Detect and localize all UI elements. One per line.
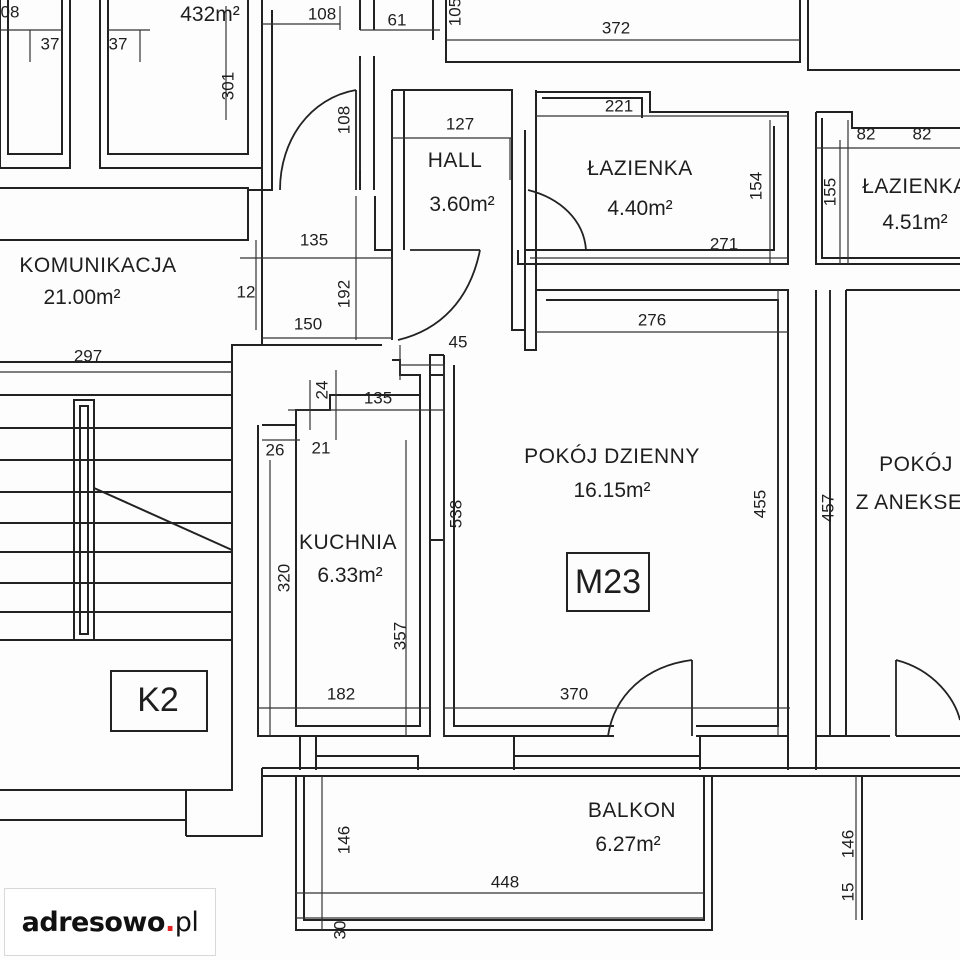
dim-271: 271: [709, 234, 739, 254]
doors: [279, 89, 960, 737]
room-name-pokoj-dzienny: POKÓJ DZIENNY: [524, 445, 700, 468]
dim-155: 155: [820, 177, 840, 207]
room-name-kuchnia: KUCHNIA: [298, 531, 398, 554]
dim-538: 538: [446, 499, 466, 529]
adresowo-logo[interactable]: adresowo.pl: [4, 888, 216, 956]
room-area-komunikacja: 21.00m²: [43, 286, 121, 309]
dim-135-kuchnia: 135: [363, 388, 393, 408]
stair-tag-k2-label: K2: [137, 681, 179, 719]
unit-tag-m23-label: M23: [574, 563, 642, 601]
room-area-partial-top: 432m²: [180, 3, 240, 26]
room-area-lazienka-1: 4.40m²: [607, 197, 673, 220]
dim-37a: 37: [40, 34, 60, 54]
dim-108-top: 108: [307, 4, 337, 24]
dim-146-left: 146: [334, 825, 354, 855]
dim-276: 276: [637, 310, 667, 330]
dimension-lines: [0, 6, 960, 930]
dim-30: 30: [330, 920, 350, 940]
dim-15: 15: [838, 882, 858, 902]
room-area-lazienka-2: 4.51m²: [882, 211, 948, 234]
room-area-kuchnia: 6.33m²: [317, 564, 383, 587]
stair-tag-k2: [110, 670, 208, 732]
dim-45: 45: [448, 332, 468, 352]
dim-21: 21: [311, 438, 331, 458]
dim-37b: 37: [108, 34, 128, 54]
dim-82a: 82: [856, 124, 876, 144]
dim-448: 448: [490, 872, 520, 892]
dim-372: 372: [601, 18, 631, 38]
dim-154: 154: [746, 171, 766, 201]
dim-455: 455: [750, 489, 770, 519]
room-name-lazienka-2: ŁAZIENKA: [862, 175, 960, 198]
dim-320: 320: [274, 563, 294, 593]
dim-297: 297: [73, 346, 103, 366]
dim-61: 61: [387, 10, 407, 30]
walls: [0, 0, 960, 931]
dim-357: 357: [390, 621, 410, 651]
unit-tag-m23: [566, 552, 650, 612]
dim-108-vertical: 108: [334, 105, 354, 135]
dim-182: 182: [326, 684, 356, 704]
dim-370: 370: [559, 684, 589, 704]
logo-dot: .: [164, 906, 175, 938]
dim-12: 12: [236, 282, 256, 302]
dim-146-right: 146: [838, 829, 858, 859]
dim-82b: 82: [912, 124, 932, 144]
dim-135-hall: 135: [299, 230, 329, 250]
logo-tld: pl: [174, 906, 199, 938]
dim-457: 457: [818, 493, 838, 523]
dim-150: 150: [293, 314, 323, 334]
dim-127: 127: [445, 114, 475, 134]
room-area-balkon: 6.27m²: [595, 833, 661, 856]
room-name-pokoj-aneks-line1: POKÓJ: [879, 453, 953, 476]
logo-name: adresowo: [21, 906, 166, 938]
dim-221: 221: [604, 96, 634, 116]
dim-26: 26: [265, 440, 285, 460]
room-name-hall: HALL: [427, 149, 483, 172]
room-name-pokoj-aneks-line2: Z ANEKSEM: [855, 491, 960, 514]
dim-301: 301: [218, 71, 238, 101]
room-area-hall: 3.60m²: [429, 193, 495, 216]
dim-08: 08: [0, 2, 20, 22]
dim-192: 192: [334, 279, 354, 309]
dim-24: 24: [312, 380, 332, 400]
room-name-komunikacja: KOMUNIKACJA: [19, 254, 177, 277]
room-area-pokoj-dzienny: 16.15m²: [573, 479, 651, 502]
room-name-lazienka-1: ŁAZIENKA: [587, 157, 693, 180]
room-name-balkon: BALKON: [587, 799, 677, 822]
dim-105: 105: [445, 0, 465, 27]
